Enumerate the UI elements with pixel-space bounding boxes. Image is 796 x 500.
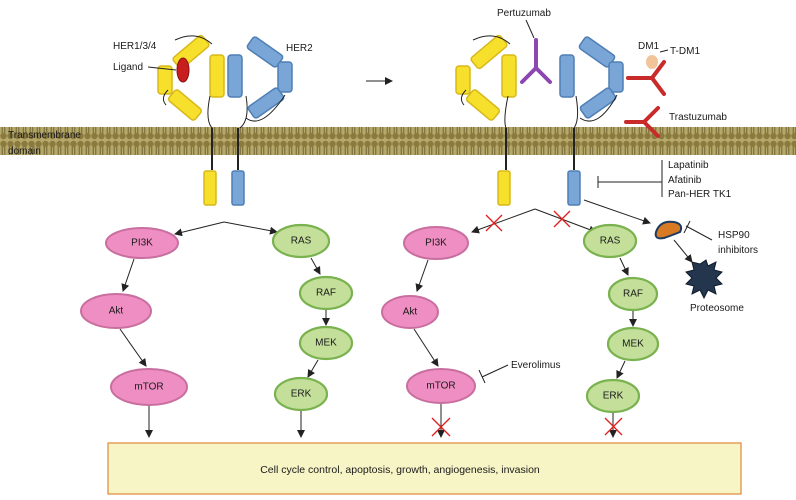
left-ras-node	[271, 223, 331, 259]
right-pi3k-node	[403, 226, 469, 260]
tdm1-label: T-DM1	[670, 46, 700, 57]
trastuzumab-antibody	[624, 106, 660, 138]
right-mek-label: MEK	[622, 339, 644, 350]
block-mark	[431, 417, 451, 437]
right-erk-node	[585, 378, 641, 414]
right-akt-node	[381, 295, 439, 329]
transmembrane-label: Transmembrane	[8, 130, 81, 141]
right-mtor-node	[406, 368, 476, 404]
hsp90-label: HSP90	[718, 230, 750, 241]
her2-domain	[227, 54, 243, 98]
tki-inhibition	[597, 160, 663, 197]
hsp90-to-proteosome-arrow	[673, 239, 693, 263]
dm1-label: DM1	[638, 41, 660, 52]
pertuzumab-label: Pertuzumab	[497, 8, 551, 19]
afatinib-label: Afatinib	[668, 175, 702, 186]
dm1-payload	[646, 55, 658, 69]
left-pi3k-label: PI3K	[131, 238, 153, 249]
ligand	[176, 57, 190, 83]
her2-label: HER2	[286, 43, 313, 54]
everolimus-inhibitor-bar	[478, 369, 486, 384]
left-mek-node	[298, 325, 354, 361]
left-pi3k-node	[105, 227, 179, 259]
pertuzumab-antibody	[520, 38, 552, 84]
left-erk-node	[273, 376, 329, 412]
lapatinib-label: Lapatinib	[668, 160, 709, 171]
proteosome-label: Proteosome	[690, 303, 744, 314]
right-raf-label: RAF	[623, 289, 643, 300]
left-pathway: PI3K Akt mTOR RAS RAF MEK ERK	[80, 221, 354, 438]
hsp90-chaperone	[654, 220, 683, 240]
left-receptor-dimer	[157, 34, 293, 206]
pertuzumab-pointer	[525, 19, 535, 39]
right-ras-node	[582, 223, 638, 259]
her134-domain	[209, 54, 225, 98]
block-mark	[553, 210, 571, 228]
her2-domain	[559, 54, 575, 98]
left-mtor-node	[110, 368, 188, 406]
right-ras-label: RAS	[600, 236, 621, 247]
outcome-bar-label: Cell cycle control, apoptosis, growth, a…	[260, 464, 540, 476]
everolimus-label: Everolimus	[511, 360, 560, 371]
her134-domain	[501, 54, 517, 98]
right-pi3k-label: PI3K	[425, 238, 447, 249]
her2-domain	[608, 61, 624, 93]
right-mtor-label: mTOR	[426, 381, 455, 392]
left-erk-label: ERK	[291, 389, 312, 400]
pan-her-label: Pan-HER TK1	[668, 189, 732, 200]
right-akt-label: Akt	[403, 307, 418, 318]
her134-label: HER1/3/4	[113, 41, 157, 52]
left-mtor-label: mTOR	[134, 382, 163, 393]
left-mek-label: MEK	[315, 338, 337, 349]
right-erk-label: ERK	[603, 391, 624, 402]
everolimus-inhibitor-line	[481, 364, 509, 378]
her134-kinase-domain	[203, 170, 217, 206]
block-mark	[604, 417, 623, 436]
her134-domain	[167, 89, 203, 121]
left-raf-label: RAF	[316, 288, 336, 299]
membrane	[0, 127, 796, 155]
her2-domain	[277, 61, 293, 93]
hsp90-inhibitors-label: inhibitors	[718, 245, 758, 256]
ligand-pointer	[147, 66, 177, 71]
her134-kinase-domain	[497, 170, 511, 206]
tdm1-antibody	[626, 60, 666, 96]
left-akt-node	[80, 293, 152, 329]
tdm1-pointer	[659, 49, 669, 53]
left-ras-label: RAS	[291, 236, 312, 247]
ligand-label: Ligand	[113, 62, 143, 73]
right-receptor-dimer	[455, 19, 669, 206]
right-pathway: PI3K Akt mTOR RAS RAF MEK ERK	[381, 208, 660, 438]
right-mek-node	[606, 326, 660, 362]
trastuzumab-label: Trastuzumab	[669, 112, 727, 123]
her2-domain	[579, 87, 617, 119]
transmembrane-domain-label: domain	[8, 146, 41, 157]
her2-kinase-domain	[231, 170, 245, 206]
block-mark	[485, 214, 503, 232]
her2-kinase-domain	[567, 170, 581, 206]
outcome-bar	[107, 442, 742, 495]
her2-to-hsp90-arrow	[583, 199, 651, 225]
hsp90-inhibitor-bar	[683, 220, 691, 234]
her134-domain	[455, 65, 471, 95]
hsp90-inhibitor-line	[685, 225, 713, 241]
right-raf-node	[607, 276, 659, 312]
proteosome	[685, 259, 723, 300]
her134-domain	[157, 65, 173, 95]
her2-domain	[247, 87, 285, 119]
left-akt-label: Akt	[109, 306, 124, 317]
left-raf-node	[298, 275, 354, 311]
her134-domain	[465, 89, 501, 121]
